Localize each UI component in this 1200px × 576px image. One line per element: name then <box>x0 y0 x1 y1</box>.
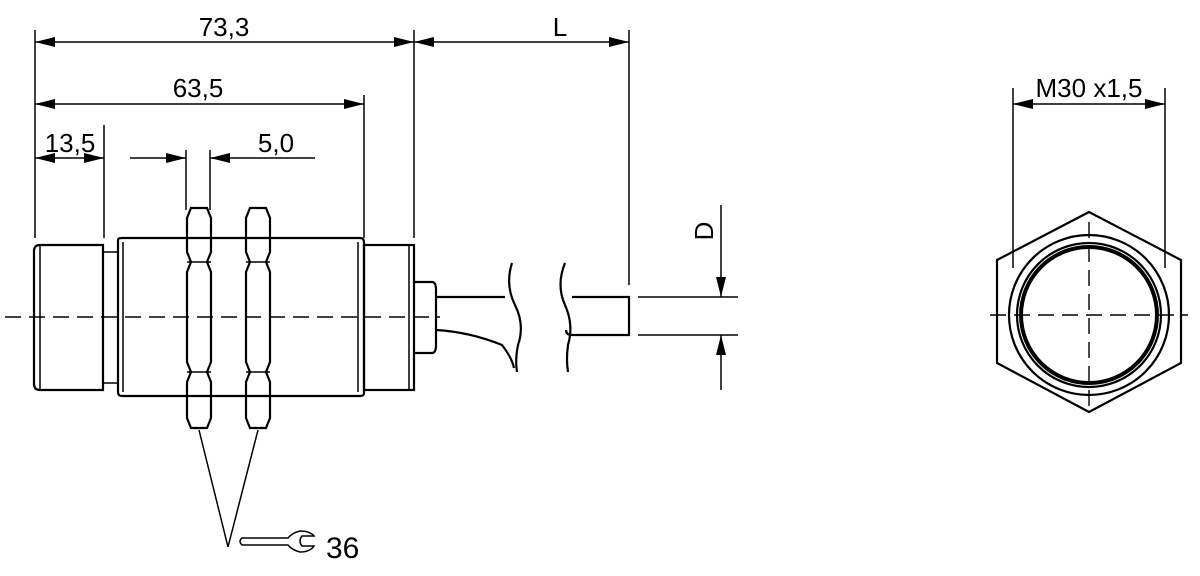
dimension-nut <box>130 153 315 163</box>
dimension-cable-diameter <box>638 205 738 390</box>
hex-nut-2 <box>244 206 272 430</box>
label-overall-length: 73,3 <box>199 12 250 42</box>
wrench-callout <box>198 429 316 553</box>
dimension-thread <box>35 99 364 109</box>
cable <box>435 262 631 373</box>
front-view: M30 x1,5 <box>990 73 1188 414</box>
label-cable-diameter: D <box>689 222 719 241</box>
dimension-face <box>35 153 104 163</box>
hex-outline <box>995 210 1183 414</box>
label-wrench-size: 36 <box>326 532 359 565</box>
label-thread-length: 63,5 <box>173 73 224 103</box>
label-cable-length: L <box>553 12 567 42</box>
label-nut-thickness: 5,0 <box>258 128 294 158</box>
dimension-cable-length-line <box>414 37 629 47</box>
dimension-thread-size <box>1012 88 1166 268</box>
cable-gland <box>414 280 438 355</box>
hex-nut-1 <box>185 206 213 430</box>
side-view: 73,3 L 63,5 13,5 5,0 <box>5 12 738 565</box>
dimension-overall <box>35 37 414 47</box>
label-thread-size: M30 x1,5 <box>1036 73 1143 103</box>
extension-lines <box>34 30 630 285</box>
wrench-icon <box>239 530 316 553</box>
label-face-length: 13,5 <box>45 128 96 158</box>
